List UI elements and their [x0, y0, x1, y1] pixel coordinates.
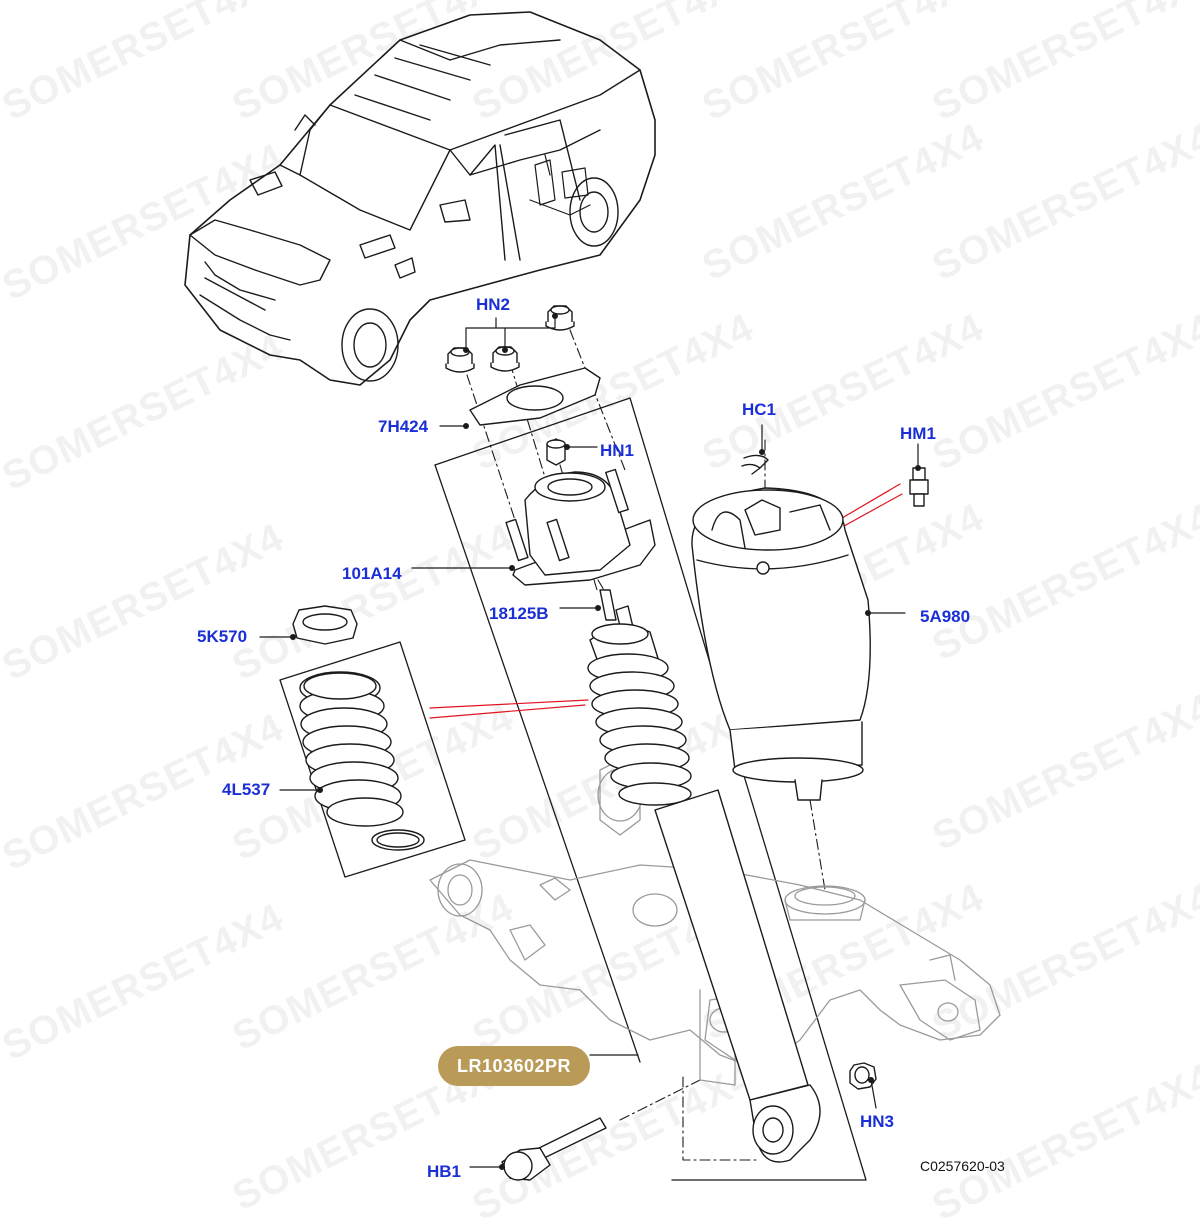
nut-hn3	[849, 1062, 877, 1090]
exploded-parts-diagram	[184, 11, 1001, 1181]
callout-4l537: 4L537	[222, 780, 271, 799]
nut-hn1	[546, 438, 566, 466]
callout-hm1: HM1	[900, 424, 936, 443]
air-spring-5a980	[691, 487, 871, 801]
top-mount-101a14	[505, 468, 656, 586]
callout-101a14: 101A14	[342, 564, 402, 583]
nut-hn2	[445, 347, 475, 373]
fitting-hm1	[909, 467, 929, 507]
dust-boot-4l537	[299, 671, 425, 851]
nut-hn2	[545, 305, 575, 331]
callout-hn3: HN3	[860, 1112, 895, 1131]
callout-7h424: 7H424	[378, 417, 429, 436]
shock-absorber-18125b	[587, 589, 821, 1163]
nut-hn2-group	[445, 305, 575, 373]
callout-5k570: 5K570	[197, 627, 248, 646]
callout-hc1: HC1	[742, 400, 777, 419]
callout-hn1: HN1	[600, 441, 635, 460]
callout-hb1: HB1	[427, 1162, 462, 1181]
part-number-badge[interactable]: LR103602PR	[438, 1046, 590, 1086]
callout-hn2: HN2	[476, 295, 511, 314]
gasket-7h424	[469, 367, 601, 426]
callout-18125b: 18125B	[489, 604, 549, 623]
nut-hn2	[490, 346, 520, 372]
figure-code: C0257620-03	[920, 1158, 1005, 1174]
leader-dots	[290, 313, 921, 1170]
callout-5a980: 5A980	[920, 607, 971, 626]
bolt-hb1	[501, 1117, 607, 1181]
nut-5k570	[292, 605, 358, 645]
assembly-frame-lines	[279, 397, 867, 1181]
leader-lines	[259, 315, 919, 1168]
vehicle-illustration	[184, 11, 656, 386]
clip-hc1	[741, 454, 769, 475]
